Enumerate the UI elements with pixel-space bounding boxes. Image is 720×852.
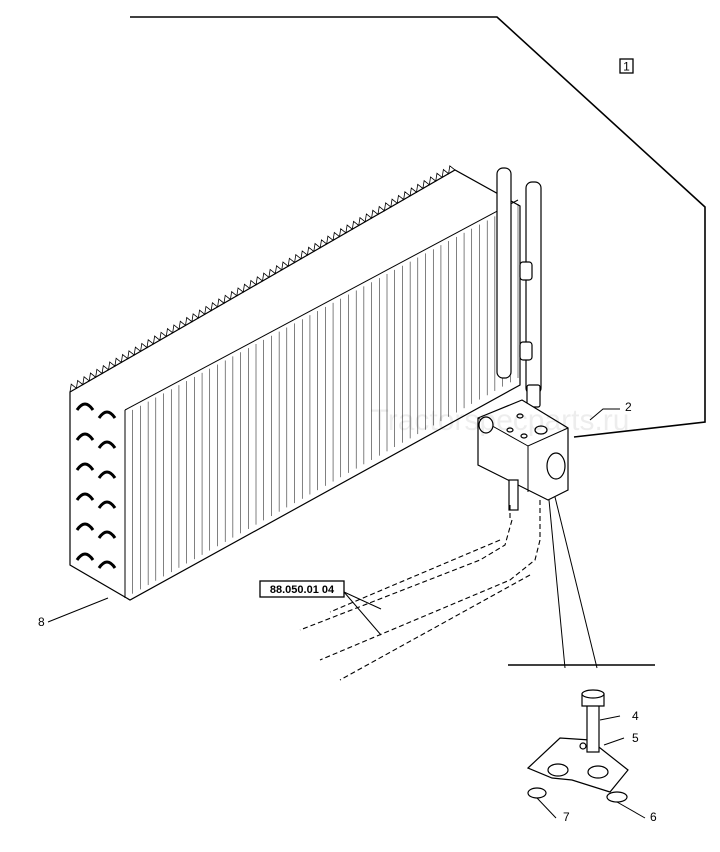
evaporator-core — [69, 165, 521, 601]
group-marker: 1 — [619, 58, 634, 74]
reference-code: 88.050.01 04 — [270, 584, 335, 596]
o-rings — [527, 787, 628, 803]
tube-loop — [75, 432, 95, 441]
reference-box: 88.050.01 04 — [259, 580, 382, 636]
bolt — [581, 689, 605, 753]
callout-4: 4 — [632, 709, 639, 723]
watermark: Tractorspecparts.ru — [371, 404, 630, 437]
tube-loop — [75, 462, 95, 471]
tube-loop — [97, 560, 117, 569]
callout-6: 6 — [650, 810, 657, 824]
tube-loop — [97, 470, 117, 479]
expansion-valve — [477, 399, 569, 511]
detail-leaders — [508, 496, 655, 669]
mounting-plate — [526, 737, 629, 793]
tube-loop — [75, 522, 95, 531]
refrigerant-hoses — [299, 500, 541, 681]
group-marker-label: 1 — [623, 60, 630, 74]
callouts: 2 4 5 6 7 8 — [38, 400, 657, 824]
callout-5: 5 — [632, 731, 639, 745]
tube-loop — [97, 410, 117, 419]
callout-7: 7 — [563, 810, 570, 824]
inlet-pipes — [496, 167, 542, 408]
callout-2: 2 — [625, 400, 632, 414]
group-frame-lines — [130, 16, 706, 438]
tube-loop — [97, 530, 117, 539]
tube-loop — [75, 402, 95, 411]
tube-loop — [75, 552, 95, 561]
tube-loop — [97, 440, 117, 449]
callout-8: 8 — [38, 615, 45, 629]
fin-edge — [69, 165, 456, 393]
tube-loop — [75, 492, 95, 501]
tube-loop — [97, 500, 117, 509]
